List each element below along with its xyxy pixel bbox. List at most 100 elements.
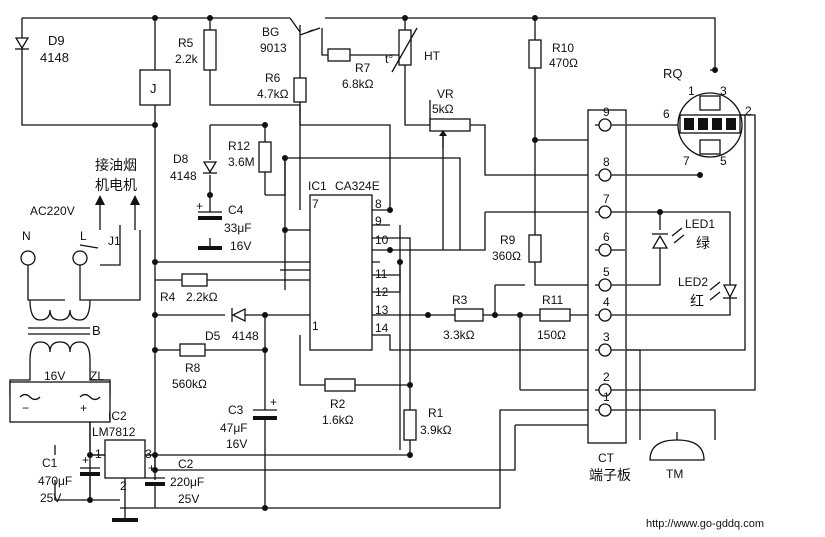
resistor-r6: R6 4.7kΩ [257,71,307,103]
r5-value: 2.2k [175,52,199,66]
motor-label-line1: 接油烟 [95,157,137,174]
r4-value: 2.2kΩ [186,290,218,304]
ct-name: 端子板 [589,468,631,484]
r8-ref: R8 [185,361,201,375]
r7-ref: R7 [355,61,371,75]
junction-dot [387,207,393,213]
terminal-l-circle [72,250,88,266]
vr-ref: VR [437,87,454,101]
j1-ref: J1 [108,234,121,248]
r4-ref: R4 [160,290,176,304]
capacitor-c3: + C3 47μF 16V [220,395,277,451]
zl-voltage: 16V [44,369,65,383]
terminal-pin-number: 5 [603,265,610,279]
ht-temp: t° [385,52,393,66]
ac-voltage: AC220V [30,204,75,218]
junction-dot [532,137,538,143]
r2-value: 1.6kΩ [322,413,354,427]
r10-ref: R10 [552,41,574,55]
zl-minus: − [22,401,29,415]
junction-dot [397,259,403,265]
led2-red: LED2 红 [678,275,738,310]
ic2-ref: IC2 [108,409,127,423]
rq-pin-3: 3 [720,84,727,98]
resistor-r10: R10 470Ω [528,39,578,70]
junction-dot [282,155,288,161]
junction-dot [402,15,408,21]
resistor-r8: R8 560kΩ [172,343,207,391]
bridge-rectifier-zl: 16V ZL − + [9,369,111,423]
terminal-pin-number: 9 [603,105,610,119]
r9-ref: R9 [500,233,516,247]
resistor-r3: R3 3.3kΩ [443,293,484,342]
terminal-pin-number: 3 [603,330,610,344]
ic1-pin-13: 13 [375,303,389,317]
motor-label-line2: 机电机 [95,178,137,194]
r12-ref: R12 [228,139,250,153]
junction-dot [262,312,268,318]
r3-value: 3.3kΩ [443,328,475,342]
ic1-pin-1: 1 [312,319,319,333]
motor-label: 接油烟 机电机 [95,157,140,230]
terminal-pin-number: 4 [603,295,610,309]
ic1-pin-14: 14 [375,321,389,335]
terminal-pin-circle [598,205,612,219]
diode-d9: D9 4148 [14,33,69,65]
junction-dots [87,15,718,511]
capacitor-c2: + C2 220μF 25V [145,457,204,506]
led1-green: LED1 绿 [651,217,715,252]
d8-value: 4148 [170,169,197,183]
ic2-pin-1: 1 [95,447,102,461]
op-amp-ic1: IC1 CA324E 7 1 8 9 10 11 12 13 14 [308,179,389,351]
r6-value: 4.7kΩ [257,87,289,101]
terminal-pin-circle [598,118,612,132]
junction-dot [425,312,431,318]
led2-color: 红 [690,294,704,310]
c1-value: 470μF [38,474,72,488]
c1-plus: + [82,453,89,467]
terminal-pin-number: 6 [603,230,610,244]
junction-dot [407,452,413,458]
c4-voltage: 16V [230,239,251,253]
ic1-pin-8: 8 [375,197,382,211]
junction-dot [152,467,158,473]
ground-icon [112,510,138,522]
resistor-r1: R1 3.9kΩ [403,406,452,441]
resistor-r5: R5 2.2k [175,29,217,71]
ct-ref: CT [598,451,615,465]
ic1-pin-11: 11 [375,267,388,281]
r2-ref: R2 [330,397,346,411]
relay-j: J [139,69,171,106]
terminal-pin-circle [598,243,612,257]
junction-dot [697,172,703,178]
junction-dot [152,347,158,353]
d8-ref: D8 [173,152,189,166]
r10-value: 470Ω [549,56,578,70]
zl-plus: + [80,401,87,415]
c3-value: 47μF [220,421,248,435]
ac-input: AC220V N L J1 [20,204,121,266]
terminal-pin-number: 1 [603,390,610,404]
junction-dot [407,382,413,388]
junction-dot [282,227,288,233]
junction-dot [262,505,268,511]
junction-dot [262,122,268,128]
r9-value: 360Ω [492,249,521,263]
r1-ref: R1 [428,406,444,420]
r6-ref: R6 [265,71,281,85]
junction-dot [657,209,663,215]
ic1-pin-12: 12 [375,285,389,299]
r5-ref: R5 [178,36,194,50]
c3-voltage: 16V [226,437,247,451]
transformer-b: B [9,299,111,395]
junction-dot [492,312,498,318]
c2-plus: + [148,461,155,475]
d9-ref: D9 [48,33,65,48]
buzzer-tm: TM [649,432,705,481]
r8-value: 560kΩ [172,377,207,391]
junction-dot [207,192,213,198]
bg-ref: BG [262,25,279,39]
led2-ref: LED2 [678,275,708,289]
resistor-r11: R11 150Ω [537,293,571,342]
